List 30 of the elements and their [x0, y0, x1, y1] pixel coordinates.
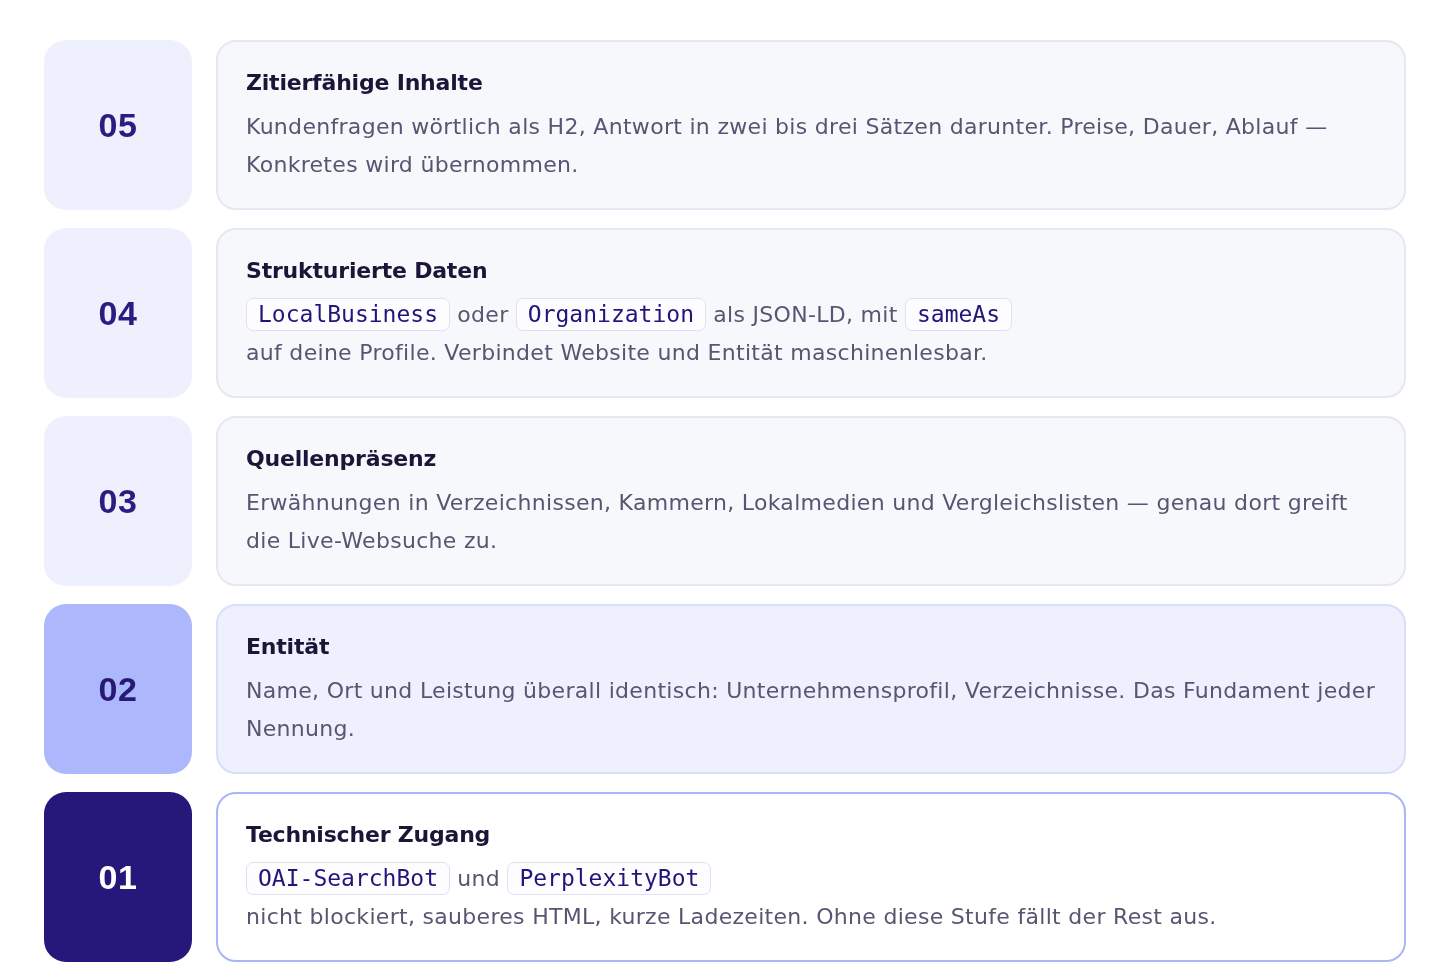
- inline-code: OAI-SearchBot: [246, 862, 450, 895]
- step-number: 02: [98, 669, 138, 709]
- step-number: 01: [98, 857, 138, 897]
- step-description: auf deine Profile. Verbindet Website und Entität maschinenlesbar.: [246, 339, 988, 367]
- step-title: Quellenpräsenz: [246, 445, 437, 473]
- step-card: [216, 604, 1406, 774]
- step-description: nicht blockiert, sauberes HTML, kurze Ladezeiten. Ohne diese Stufe fällt der Rest aus.: [246, 903, 1217, 931]
- step-description: Name, Ort und Leistung überall identisch: Unternehmensprofil, Verzeichnisse. Das Fundament jeder Nennung.: [246, 678, 1375, 741]
- step-description: Kundenfragen wörtlich als H2, Antwort in zwei bis drei Sätzen darunter. Preise, Dauer, Ablauf — Konkretes wird übernommen.: [246, 114, 1328, 177]
- step-title: Strukturierte Daten: [246, 257, 488, 285]
- step-card: [216, 40, 1406, 210]
- number-tile: [44, 792, 192, 962]
- step-card: [216, 228, 1406, 398]
- inline-code: Organization: [515, 298, 706, 331]
- step-number: 03: [98, 481, 138, 521]
- inline-code: sameAs: [904, 298, 1013, 331]
- step-card: [216, 416, 1406, 586]
- step-title: Entität: [246, 633, 330, 661]
- step-description: als JSON-LD, mit: [713, 301, 898, 329]
- number-tile: [44, 604, 192, 774]
- step-card: [216, 792, 1406, 962]
- step-number: 05: [98, 105, 138, 145]
- inline-code: PerplexityBot: [507, 862, 712, 895]
- step-description: Erwähnungen in Verzeichnissen, Kammern, Lokalmedien und Vergleichslisten — genau dort greift die Live-Websuche zu.: [246, 490, 1348, 553]
- step-description: oder: [457, 301, 509, 329]
- inline-code: LocalBusiness: [246, 298, 450, 331]
- step-title: Technischer Zugang: [246, 821, 491, 849]
- step-description: und: [457, 865, 501, 893]
- step-title: Zitierfähige Inhalte: [246, 69, 483, 97]
- step-number: 04: [98, 293, 138, 333]
